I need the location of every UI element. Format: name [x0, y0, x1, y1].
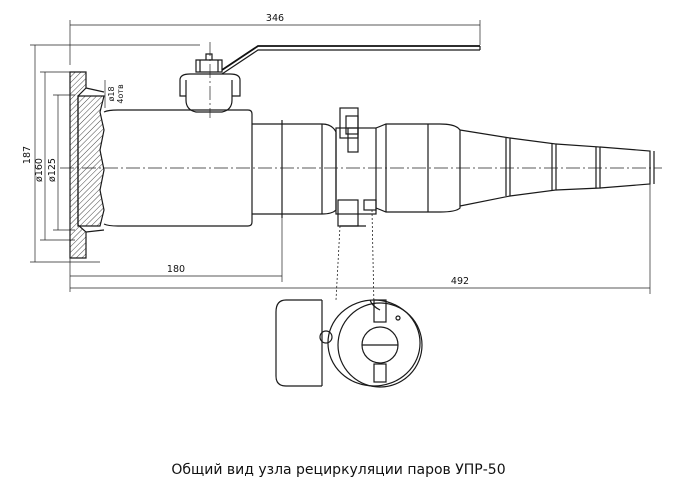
- valve-body: [103, 109, 283, 227]
- dim-total-length: 492: [70, 184, 651, 294]
- dim-flange-dia: ø160: [34, 71, 75, 241]
- dim-bolt-count-label: 4отв: [116, 84, 125, 104]
- dim-body-length-label: 180: [167, 264, 185, 275]
- dim-handle-length: 346: [69, 13, 481, 65]
- dim-height-label: 187: [22, 146, 33, 164]
- dim-bolt-hole: ø18 4отв: [104, 80, 125, 108]
- caps: [275, 299, 423, 388]
- dim-bore-dia-label: ø125: [47, 158, 58, 182]
- valve-handle: [179, 45, 481, 113]
- chains: [335, 209, 375, 309]
- dim-flange-dia-label: ø160: [34, 158, 45, 182]
- clamp: [337, 107, 377, 227]
- dim-total-length-label: 492: [451, 276, 469, 287]
- dim-bolt-hole-label: ø18: [107, 86, 116, 101]
- dim-height: 187: [22, 44, 200, 263]
- flange: [69, 71, 105, 259]
- drawing-caption: Общий вид узла рециркуляции паров УПР-50: [171, 462, 506, 478]
- dim-handle-length-label: 346: [266, 13, 284, 24]
- nozzle: [459, 129, 655, 207]
- dim-body-length: 180: [69, 218, 283, 292]
